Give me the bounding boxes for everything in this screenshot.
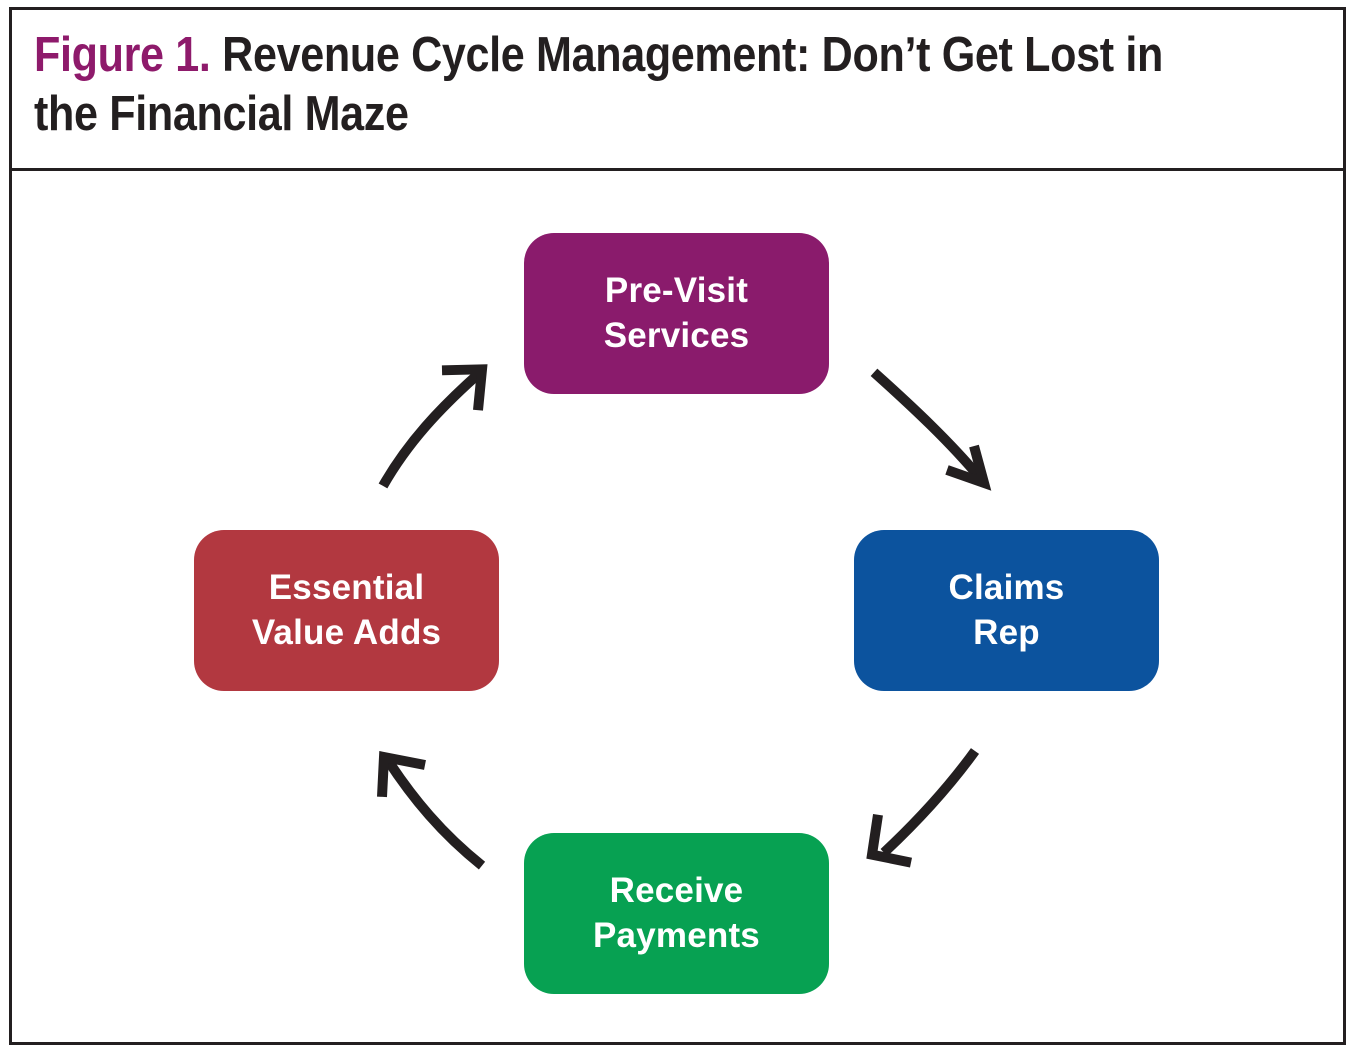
figure-title-text: Revenue Cycle Management: Don’t Get Lost… [34,28,1164,142]
figure-number-label: Figure 1. [34,28,211,82]
arrow-pre-visit-to-claims-rep-icon [870,368,992,491]
revenue-cycle-diagram: Pre-Visit Services Claims Rep Receive Pa… [12,171,1343,1042]
node-essential-value-adds-label: Essential Value Adds [251,567,442,652]
figure-caption: Figure 1. Revenue Cycle Management: Don’… [34,26,1167,145]
arrow-value-adds-to-pre-visit-icon [378,364,488,489]
node-pre-visit-services-label: Pre-Visit Services [603,270,750,355]
node-claims-rep-label: Claims Rep [948,567,1065,652]
arrow-receive-payments-to-value-adds-icon [377,750,486,870]
figure-border-box: Figure 1. Revenue Cycle Management: Don’… [9,7,1346,1045]
arrow-claims-rep-to-receive-payments-icon [866,748,980,868]
node-claims-rep[interactable]: Claims Rep [854,530,1159,691]
node-receive-payments[interactable]: Receive Payments [524,833,829,994]
figure-header: Figure 1. Revenue Cycle Management: Don’… [12,10,1343,171]
node-essential-value-adds[interactable]: Essential Value Adds [194,530,499,691]
node-receive-payments-label: Receive Payments [593,870,760,955]
node-pre-visit-services[interactable]: Pre-Visit Services [524,233,829,394]
